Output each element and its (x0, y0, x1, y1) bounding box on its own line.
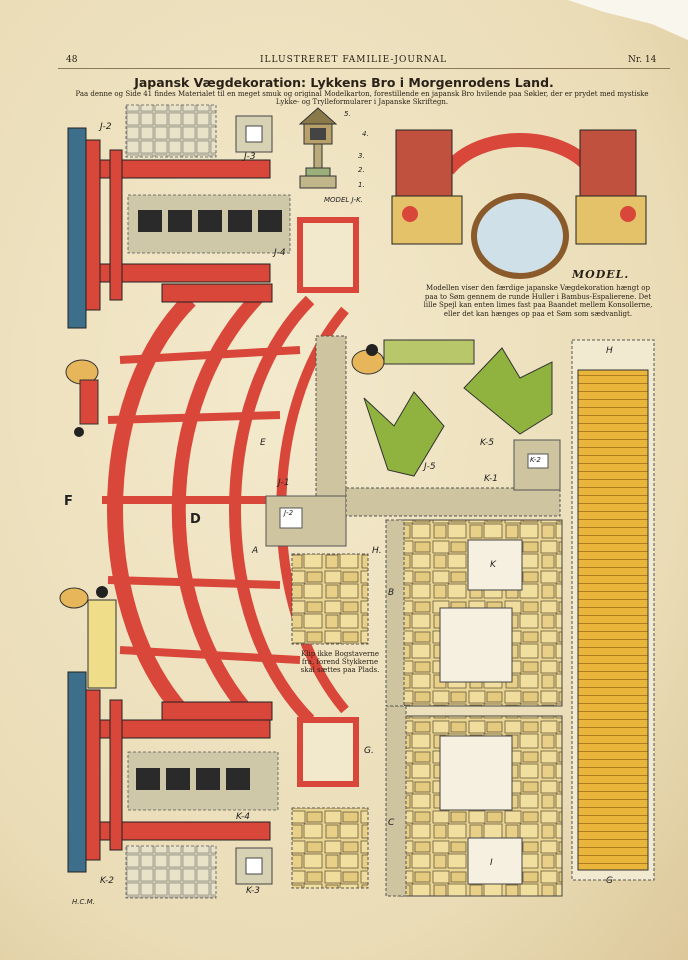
label-j4: J-4 (274, 248, 286, 258)
journal-name: ILLUSTRERET FAMILIE-JOURNAL (260, 55, 448, 65)
label-h: H. (372, 546, 382, 556)
label-k5: K-5 (480, 438, 494, 448)
bridge-gate-frame-bottom (297, 717, 359, 787)
header-rule (58, 68, 670, 69)
label-d: D (190, 512, 201, 527)
label-i: I (490, 858, 493, 868)
bridge-top-beam (161, 283, 273, 303)
stone-strip-k1 (345, 487, 561, 517)
lantern-part-1: 1. (358, 181, 365, 189)
geisha-figure-bottom (59, 586, 117, 689)
bridge-bottom-beam (161, 701, 273, 721)
label-e: E (260, 438, 266, 448)
page-number: 48 (66, 55, 78, 65)
geisha-figure-left (65, 359, 99, 437)
page-title: Japansk Vægdekoration: Lykkens Bro i Mor… (134, 75, 554, 90)
label-j1: J-1 (278, 478, 290, 488)
green-fan-right (463, 347, 553, 435)
stone-pillar-j1 (265, 335, 347, 547)
label-b: B (388, 588, 395, 598)
stone-wall-window-f (439, 735, 513, 811)
window-strip-k4 (125, 751, 279, 899)
lantern-part-5: 5. (344, 110, 351, 118)
bridge-balusters (102, 346, 301, 664)
label-f: F (64, 494, 73, 509)
lantern-part-4: 4. (362, 130, 369, 138)
label-k2: K-2 (100, 876, 114, 886)
torii-gate-bottom (67, 671, 271, 873)
label-j5: J-5 (424, 462, 436, 472)
issue-number: Nr. 14 (628, 55, 657, 65)
model-preview (391, 129, 647, 279)
lantern-model (298, 107, 338, 189)
lattice-strip-j2 (125, 104, 273, 158)
label-a: A (252, 546, 259, 556)
signature: H.C.M. (72, 898, 95, 906)
model-description: Modellen viser den færdige japanske Vægd… (423, 284, 653, 318)
label-h-plank: H (606, 346, 613, 356)
label-k: K (490, 560, 496, 570)
stone-block-k2-window (527, 453, 549, 469)
stone-tile-g (291, 807, 369, 889)
page-subtitle: Paa denne og Side 41 findes Materialet t… (75, 90, 649, 106)
stone-side-strip-b (385, 519, 405, 707)
label-g: G. (364, 746, 374, 756)
lantern-caption: MODEL J-K. (324, 196, 363, 204)
label-k4: K-4 (236, 812, 250, 822)
stone-tile-a (291, 553, 369, 645)
label-j2: J-2 (100, 122, 112, 132)
geisha-figure-right (351, 339, 475, 375)
stone-wall-window-d (439, 607, 513, 683)
plank-strip (577, 369, 649, 871)
label-j1-window: J-2 (284, 509, 294, 517)
torii-gate-top (67, 127, 271, 329)
stone-wall-window-i (467, 837, 523, 885)
model-label: MODEL. (572, 268, 630, 281)
green-fan-left (363, 391, 445, 477)
window-strip-j4 (127, 194, 291, 254)
label-c: C (388, 818, 395, 828)
label-k1: K-1 (484, 474, 498, 484)
label-k3: K-3 (246, 886, 260, 896)
stone-side-strip-c (385, 705, 407, 897)
bridge-gate-frame-top (297, 217, 359, 293)
label-g-plank: G (606, 876, 613, 886)
label-k1-window: K-2 (530, 456, 541, 464)
lantern-part-2: 2. (358, 166, 365, 174)
lantern-part-3: 3. (358, 152, 365, 160)
stone-wall-window-k (467, 539, 523, 591)
label-j3: J-3 (244, 152, 256, 162)
cut-note: Klip ikke Bogstaverne fra, forend Stykke… (300, 650, 380, 674)
